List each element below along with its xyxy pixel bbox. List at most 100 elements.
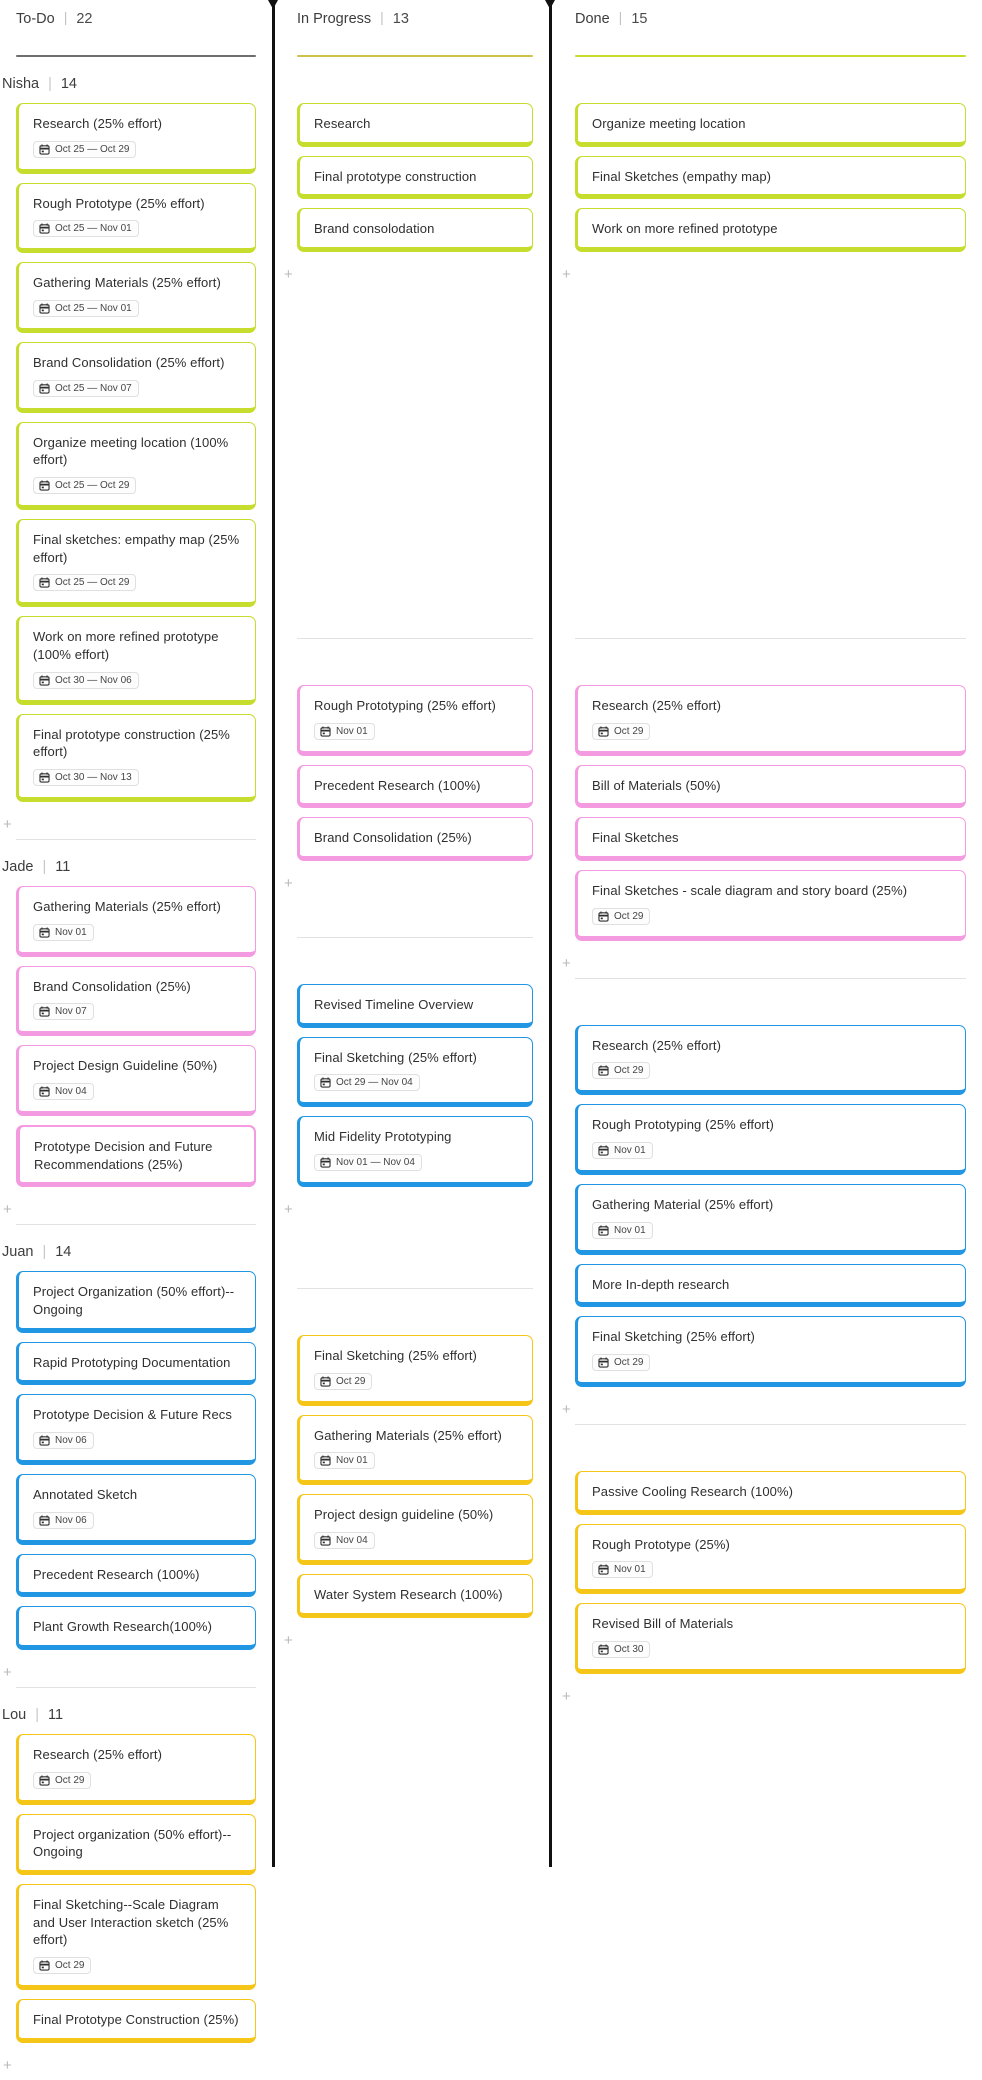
- task-card-date-badge[interactable]: Nov 04: [314, 1532, 375, 1550]
- task-card[interactable]: Gathering Materials (25% effort)Nov 01: [16, 886, 256, 957]
- add-card-row[interactable]: +: [281, 261, 549, 289]
- task-card[interactable]: Gathering Materials (25% effort)Oct 25 —…: [16, 262, 256, 334]
- task-card[interactable]: Final Sketches (empathy map): [575, 155, 966, 200]
- task-card-date-badge[interactable]: Nov 01: [33, 923, 94, 941]
- task-card[interactable]: Brand Consolidation (25% effort)Oct 25 —…: [16, 342, 256, 413]
- task-card[interactable]: Precedent Research (100%): [297, 764, 533, 809]
- task-card[interactable]: Final Sketching (25% effort)Oct 29 — Nov…: [297, 1036, 533, 1108]
- task-card[interactable]: Research: [297, 103, 533, 147]
- task-card-date-badge[interactable]: Oct 29: [314, 1372, 373, 1390]
- plus-icon[interactable]: +: [284, 266, 293, 284]
- task-card[interactable]: Research (25% effort)Oct 29: [16, 1734, 256, 1805]
- task-card[interactable]: Project design guideline (50%)Nov 04: [297, 1494, 533, 1566]
- task-card[interactable]: Gathering Material (25% effort)Nov 01: [575, 1184, 966, 1255]
- task-card-date-badge[interactable]: Oct 29 — Nov 04: [314, 1074, 420, 1092]
- task-card-date-badge[interactable]: Oct 25 — Oct 29: [33, 574, 137, 592]
- task-card-date-badge[interactable]: Oct 29: [33, 1771, 92, 1789]
- plus-icon[interactable]: +: [284, 1631, 293, 1649]
- add-card-row[interactable]: +: [559, 1396, 982, 1424]
- task-card-date-badge[interactable]: Nov 06: [33, 1511, 94, 1529]
- task-card-date-badge[interactable]: Nov 04: [33, 1083, 94, 1101]
- task-card[interactable]: Final Sketches - scale diagram and story…: [575, 870, 966, 941]
- task-card[interactable]: More In-depth research: [575, 1263, 966, 1308]
- column-title[interactable]: In Progress: [297, 11, 372, 27]
- task-card-date-badge[interactable]: Oct 25 — Oct 29: [33, 477, 137, 495]
- add-card-row[interactable]: +: [0, 2052, 272, 2080]
- task-card[interactable]: Work on more refined prototype: [575, 208, 966, 253]
- column-title[interactable]: Done: [575, 11, 610, 27]
- plus-icon[interactable]: +: [3, 816, 12, 834]
- task-card[interactable]: Rough Prototype (25%)Nov 01: [575, 1523, 966, 1595]
- task-card[interactable]: Rough Prototype (25% effort)Oct 25 — Nov…: [16, 182, 256, 254]
- task-card[interactable]: Precedent Research (100%): [16, 1553, 256, 1598]
- task-card-date-badge[interactable]: Nov 07: [33, 1003, 94, 1021]
- task-card[interactable]: Plant Growth Research(100%): [16, 1606, 256, 1651]
- task-card[interactable]: Organize meeting location (100% effort)O…: [16, 421, 256, 511]
- task-card-date-badge[interactable]: Oct 25 — Oct 29: [33, 140, 137, 158]
- task-card[interactable]: Research (25% effort)Oct 25 — Oct 29: [16, 103, 256, 174]
- task-card[interactable]: Research (25% effort)Oct 29: [575, 1024, 966, 1096]
- task-card[interactable]: Rough Prototyping (25% effort)Nov 01: [575, 1104, 966, 1176]
- task-card[interactable]: Research (25% effort)Oct 29: [575, 685, 966, 756]
- add-card-row[interactable]: +: [0, 1659, 272, 1687]
- plus-icon[interactable]: +: [3, 2056, 12, 2074]
- add-card-row[interactable]: +: [281, 870, 549, 898]
- task-card[interactable]: Final sketches: empathy map (25% effort)…: [16, 519, 256, 608]
- task-card[interactable]: Gathering Materials (25% effort)Nov 01: [297, 1414, 533, 1486]
- plus-icon[interactable]: +: [3, 1664, 12, 1682]
- add-card-row[interactable]: +: [0, 811, 272, 839]
- task-card[interactable]: Revised Timeline Overview: [297, 984, 533, 1028]
- task-card-date-badge[interactable]: Nov 01: [314, 722, 375, 740]
- task-card[interactable]: Brand consolodation: [297, 208, 533, 253]
- plus-icon[interactable]: +: [284, 1201, 293, 1219]
- task-card-date-badge[interactable]: Oct 29: [592, 907, 651, 925]
- swimlane-header-nisha[interactable]: Nisha|14: [0, 57, 272, 103]
- column-title[interactable]: To-Do: [16, 11, 55, 27]
- plus-icon[interactable]: +: [562, 1401, 571, 1419]
- task-card[interactable]: Final Sketching--Scale Diagram and User …: [16, 1884, 256, 1991]
- plus-icon[interactable]: +: [562, 266, 571, 284]
- task-card-date-badge[interactable]: Nov 01: [592, 1221, 653, 1239]
- task-card[interactable]: Final prototype construction (25% effort…: [16, 713, 256, 803]
- task-card[interactable]: Final Sketches: [575, 817, 966, 862]
- task-card-date-badge[interactable]: Oct 25 — Nov 01: [33, 300, 139, 318]
- task-card-date-badge[interactable]: Oct 25 — Nov 01: [33, 220, 139, 238]
- task-card[interactable]: Organize meeting location: [575, 103, 966, 147]
- task-card[interactable]: Final Sketching (25% effort)Oct 29: [575, 1316, 966, 1388]
- swimlane-header-jade[interactable]: Jade|11: [0, 840, 272, 886]
- task-card-date-badge[interactable]: Nov 01 — Nov 04: [314, 1154, 422, 1172]
- task-card-date-badge[interactable]: Nov 01: [592, 1142, 653, 1160]
- task-card[interactable]: Passive Cooling Research (100%): [575, 1471, 966, 1515]
- plus-icon[interactable]: +: [3, 1201, 12, 1219]
- task-card[interactable]: Rough Prototyping (25% effort)Nov 01: [297, 685, 533, 756]
- task-card[interactable]: Work on more refined prototype (100% eff…: [16, 616, 256, 705]
- task-card[interactable]: Brand Consolidation (25%): [297, 817, 533, 862]
- task-card-date-badge[interactable]: Oct 29: [33, 1957, 92, 1975]
- task-card-date-badge[interactable]: Nov 01: [314, 1452, 375, 1470]
- plus-icon[interactable]: +: [562, 1688, 571, 1706]
- task-card[interactable]: Final prototype construction: [297, 155, 533, 200]
- task-card[interactable]: Rapid Prototyping Documentation: [16, 1341, 256, 1386]
- task-card-date-badge[interactable]: Oct 29: [592, 1062, 651, 1080]
- task-card-date-badge[interactable]: Oct 29: [592, 1354, 651, 1372]
- task-card[interactable]: Water System Research (100%): [297, 1574, 533, 1618]
- task-card-date-badge[interactable]: Oct 30 — Nov 13: [33, 769, 139, 787]
- task-card[interactable]: Project organization (50% effort)--Ongoi…: [16, 1813, 256, 1876]
- task-card-date-badge[interactable]: Nov 06: [33, 1432, 94, 1450]
- task-card[interactable]: Final Sketching (25% effort)Oct 29: [297, 1335, 533, 1406]
- task-card-date-badge[interactable]: Oct 30: [592, 1641, 651, 1659]
- add-card-row[interactable]: +: [0, 1196, 272, 1224]
- plus-icon[interactable]: +: [284, 875, 293, 893]
- task-card-date-badge[interactable]: Oct 30 — Nov 06: [33, 671, 139, 689]
- add-card-row[interactable]: +: [281, 1196, 549, 1224]
- add-card-row[interactable]: +: [559, 1683, 982, 1711]
- add-card-row[interactable]: +: [559, 261, 982, 289]
- task-card[interactable]: Brand Consolidation (25%)Nov 07: [16, 965, 256, 1037]
- add-card-row[interactable]: +: [559, 950, 982, 978]
- task-card[interactable]: Bill of Materials (50%): [575, 764, 966, 809]
- task-card[interactable]: Project Organization (50% effort)--Ongoi…: [16, 1271, 256, 1333]
